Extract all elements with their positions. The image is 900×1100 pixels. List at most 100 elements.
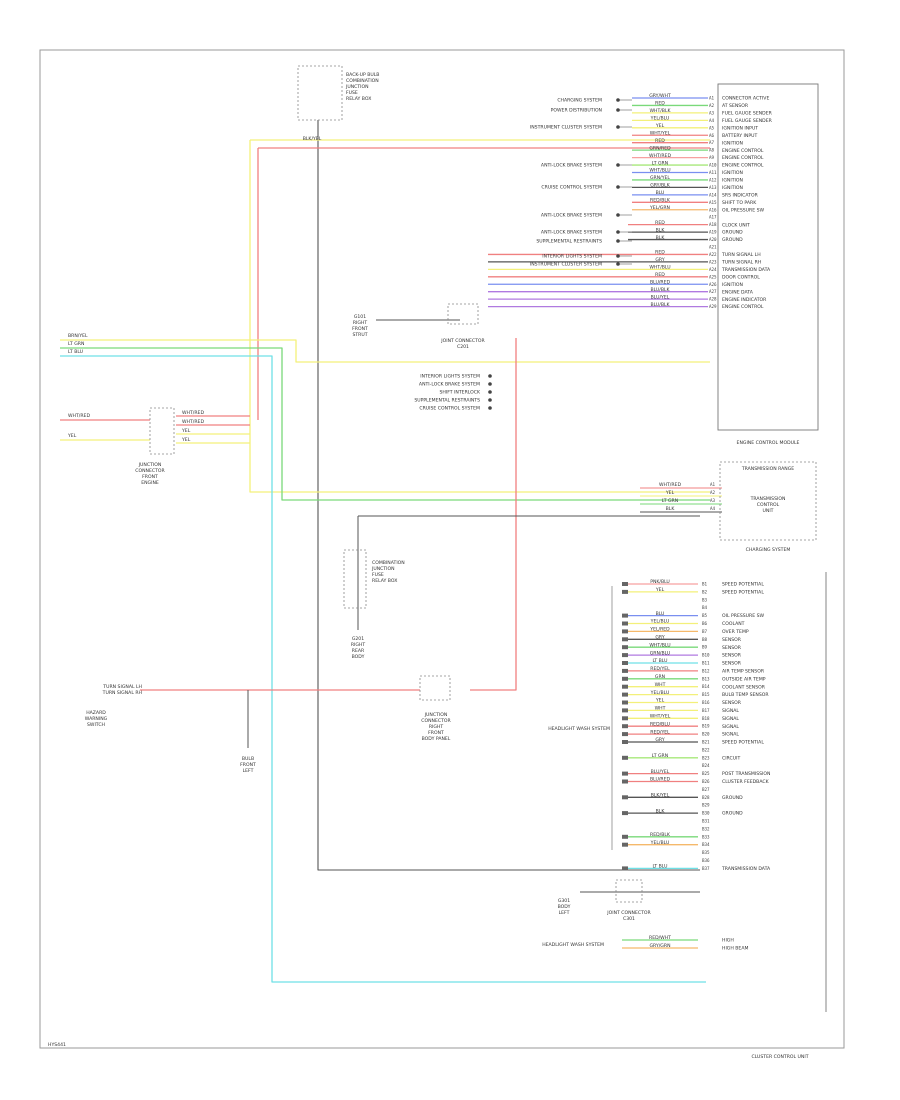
c301-ground-label: BODY <box>558 904 571 910</box>
cluster-wire-label: LT BLU <box>652 658 667 664</box>
cluster-pin-number: B10 <box>702 653 710 658</box>
cluster-pin-number: B37 <box>702 866 710 871</box>
ecm-wire-label: BLU/BLK <box>650 287 670 293</box>
ecm-ref-label: CHARGING SYSTEM <box>557 98 602 104</box>
ecm-bottom-ref-dot <box>488 374 492 378</box>
cluster-pin-number: B33 <box>702 834 710 839</box>
ecm-pin-number: A17 <box>709 215 717 220</box>
cluster-wire-plug <box>622 834 628 839</box>
cluster-pin-number: B6 <box>702 621 708 626</box>
ecm-pin-number: A2 <box>709 103 715 108</box>
components-layer <box>149 65 827 1012</box>
ecm-pin-number: A14 <box>709 192 717 197</box>
cluster-pin-number: B30 <box>702 811 710 816</box>
top-junction-wire-label: BLK/YEL <box>303 136 322 142</box>
ecm-wire-label: GRY/WHT <box>649 93 671 99</box>
g101-label: G101 <box>354 314 366 320</box>
cluster-wire-plug <box>622 811 628 816</box>
bottom-joint-label: FRONT <box>428 730 444 736</box>
cluster-wire-label: GRN <box>655 674 665 680</box>
cluster-wire-plug <box>622 582 628 586</box>
c201-label: JOINT CONNECTOR <box>440 338 485 344</box>
cluster-wire-label: LT GRN <box>652 753 668 759</box>
ecm-wire-label: GRY <box>655 257 664 263</box>
cluster-bottom-pin-label: HIGH BEAM <box>722 946 748 952</box>
cluster-wire-plug <box>622 771 628 776</box>
ecm-pin-number: A18 <box>709 222 717 227</box>
ecm-pin-number: A25 <box>709 274 717 279</box>
ecm-wire-label: BLU/BLK <box>650 302 670 308</box>
ecm-wire-label: YEL/GRN <box>649 205 670 211</box>
cluster-wire-plug <box>622 668 628 673</box>
cluster-bottom-ref: HEADLIGHT WASH SYSTEM <box>542 942 604 948</box>
ecm-pin-number: A27 <box>709 289 717 294</box>
ecm-pin-number: A21 <box>709 245 717 250</box>
ecm-bottom-ref-dot <box>488 390 492 394</box>
top-junction-box <box>297 65 343 121</box>
cluster-wire-label: YEL/BLU <box>650 840 670 846</box>
ecm-wire-label: WHT/BLU <box>649 265 670 271</box>
ecm-pin-label: GROUND <box>722 237 743 243</box>
ecm-wire-label: GRN/RED <box>649 145 671 151</box>
cluster-wire-label: BLU/RED <box>650 777 670 783</box>
ecm-ref-label: ANTI-LOCK BRAKE SYSTEM <box>541 230 602 236</box>
transmission-line: CONTROL <box>757 502 780 508</box>
hazard-label: SWITCH <box>87 722 105 728</box>
cluster-pin-number: B2 <box>702 589 708 594</box>
transmission-line: TRANSMISSION <box>750 496 786 502</box>
ecm-pin-label: TURN SIGNAL RH <box>721 260 761 266</box>
ecm-pin-number: A7 <box>709 140 715 145</box>
mid-junction-box <box>343 549 367 609</box>
lt-blu-wire <box>60 355 706 983</box>
cluster-pin-label: SIGNAL <box>722 716 739 722</box>
ecm-bottom-ref-label: ANTI-LOCK BRAKE SYSTEM <box>419 382 480 388</box>
left-wire-label: LT GRN <box>68 341 84 347</box>
left-switch-wire-label: YEL <box>181 437 191 443</box>
left-switch-box <box>149 407 175 455</box>
cluster-pin-number: B24 <box>702 763 710 768</box>
cluster-wire-label: WHT/YEL <box>650 714 671 720</box>
ecm-pin-number: A24 <box>709 267 717 272</box>
ecm-wire-label: WHT/RED <box>649 153 671 159</box>
transmission-pin: A2 <box>710 490 716 495</box>
mid-ground-label: RIGHT <box>351 642 366 648</box>
cluster-wire-label: YEL/BLU <box>650 619 670 625</box>
left-switch-wire-label: WHT/RED <box>182 410 204 416</box>
mid-junction-label: JUNCTION <box>371 566 395 572</box>
top-junction-label: COMBINATION <box>346 78 379 84</box>
ecm-ref-dot <box>616 108 620 112</box>
ecm-pin-label: AT SENSOR <box>722 103 749 109</box>
cluster-pin-number: B3 <box>702 597 708 602</box>
footer-code: HYS441 <box>48 1042 66 1048</box>
cluster-wire-plug <box>622 716 628 721</box>
diagram-border <box>39 49 845 1049</box>
ecm-pin-label: SHIFT TO PARK <box>722 200 757 206</box>
cluster-pin-number: B11 <box>702 661 710 666</box>
ecm-pin-label: FUEL GAUGE SENDER <box>722 111 773 117</box>
cluster-pin-label: SIGNAL <box>722 724 739 730</box>
cluster-pin-label: SPEED POTENTIAL <box>722 582 764 588</box>
cluster-pin-label: OVER TEMP <box>722 629 749 635</box>
cluster-wire-label: YEL/BLU <box>650 690 670 696</box>
ecm-pin-number: A5 <box>709 125 715 130</box>
cluster-wire-label: WHT/BLU <box>649 642 670 648</box>
ecm-wire-label: BLU/YEL <box>651 294 670 300</box>
ecm-pin-number: A12 <box>709 177 717 182</box>
ecm-pin-number: A20 <box>709 237 717 242</box>
cluster-wire-label: BLU <box>656 611 665 617</box>
left-switch-wire-label: YEL <box>181 428 191 434</box>
left-joint-label: CONNECTOR <box>135 468 165 474</box>
ecm-pin-label: ENGINE INDICATOR <box>722 297 767 303</box>
ecm-wire-label: RED <box>655 272 665 278</box>
ecm-pin-label: BATTERY INPUT <box>722 133 757 139</box>
ecm-ref-dot <box>616 98 620 102</box>
transmission-pin: A3 <box>710 498 716 503</box>
top-junction-label: FUSE <box>346 90 358 96</box>
c301-box <box>615 879 643 903</box>
cluster-ref-label: HEADLIGHT WASH SYSTEM <box>548 726 610 732</box>
ecm-bottom-ref-label: CRUISE CONTROL SYSTEM <box>419 406 480 412</box>
cluster-wire-plug <box>622 732 628 737</box>
cluster-wire-label: RED/BLU <box>650 721 670 727</box>
